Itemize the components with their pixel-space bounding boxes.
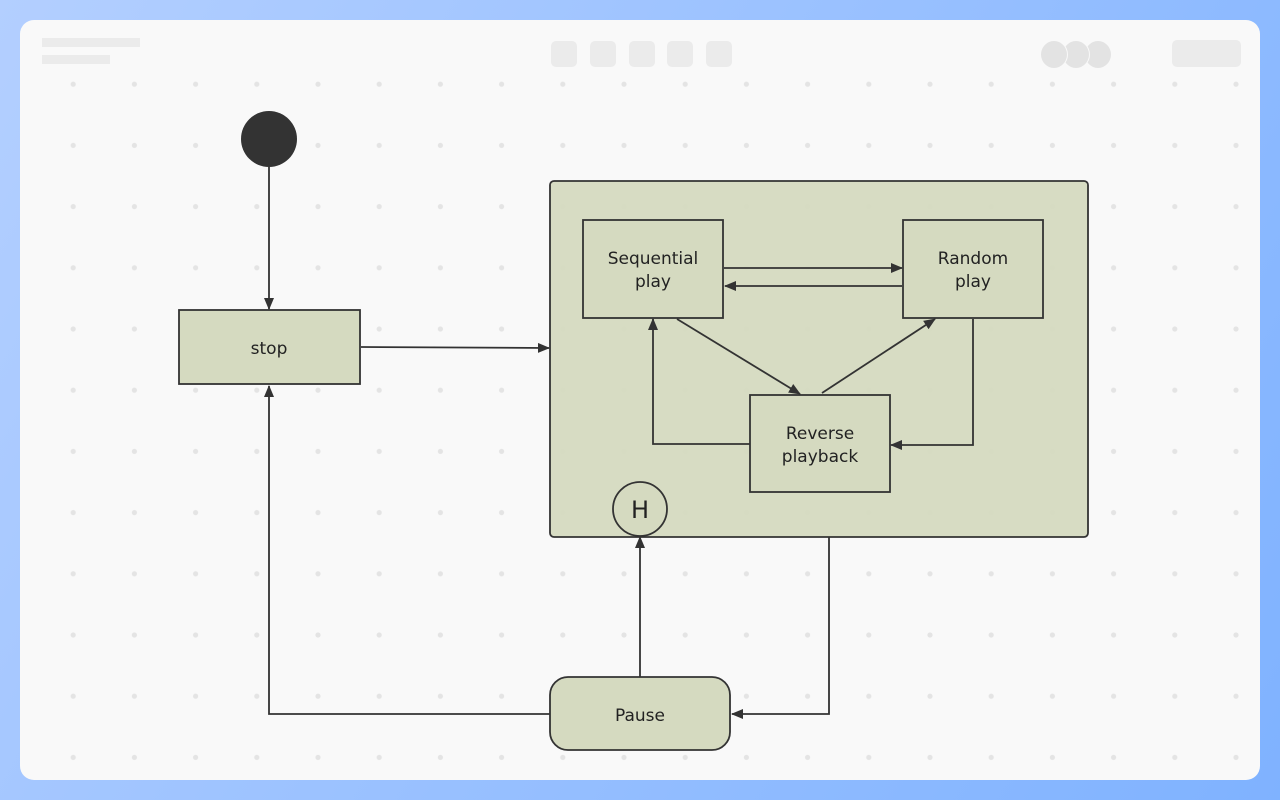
- random-to-reverse-transition: [890, 319, 974, 450]
- sequential-to-reverse-transition: [676, 318, 801, 395]
- pause-to-stop-transition: [264, 385, 550, 715]
- state-sequential-label-1: Sequential: [608, 249, 699, 269]
- history-label: H: [631, 496, 649, 524]
- avatar-1: [1040, 40, 1068, 69]
- reverse-to-random-transition: [821, 318, 936, 394]
- state-random-label-2: play: [955, 272, 991, 292]
- state-reverse-label-2: playback: [782, 447, 859, 467]
- stop-to-playing-transition: [360, 342, 550, 353]
- playing-to-pause-transition: [731, 537, 830, 719]
- state-sequential-play[interactable]: Sequential play: [582, 219, 724, 319]
- toolbar-button-1[interactable]: [551, 41, 577, 67]
- state-pause-label: Pause: [615, 706, 665, 726]
- state-reverse-playback[interactable]: Reverse playback: [749, 394, 891, 493]
- state-reverse-label-1: Reverse: [786, 424, 854, 444]
- state-random-play[interactable]: Random play: [902, 219, 1044, 319]
- title-placeholder: [42, 38, 140, 47]
- toolbar-button-3[interactable]: [629, 41, 655, 67]
- toolbar-button-2[interactable]: [590, 41, 616, 67]
- state-sequential-label-2: play: [635, 272, 671, 292]
- history-state-node[interactable]: H: [612, 481, 668, 537]
- share-button[interactable]: [1172, 40, 1241, 67]
- state-stop-label: stop: [251, 339, 288, 359]
- subtitle-placeholder: [42, 55, 110, 64]
- state-random-label-1: Random: [938, 249, 1008, 269]
- toolbar-button-4[interactable]: [667, 41, 693, 67]
- state-stop[interactable]: stop: [178, 309, 361, 385]
- state-pause[interactable]: Pause: [549, 676, 731, 751]
- initial-state-node[interactable]: [241, 111, 297, 167]
- toolbar-button-5[interactable]: [706, 41, 732, 67]
- reverse-to-sequential-transition: [648, 318, 750, 445]
